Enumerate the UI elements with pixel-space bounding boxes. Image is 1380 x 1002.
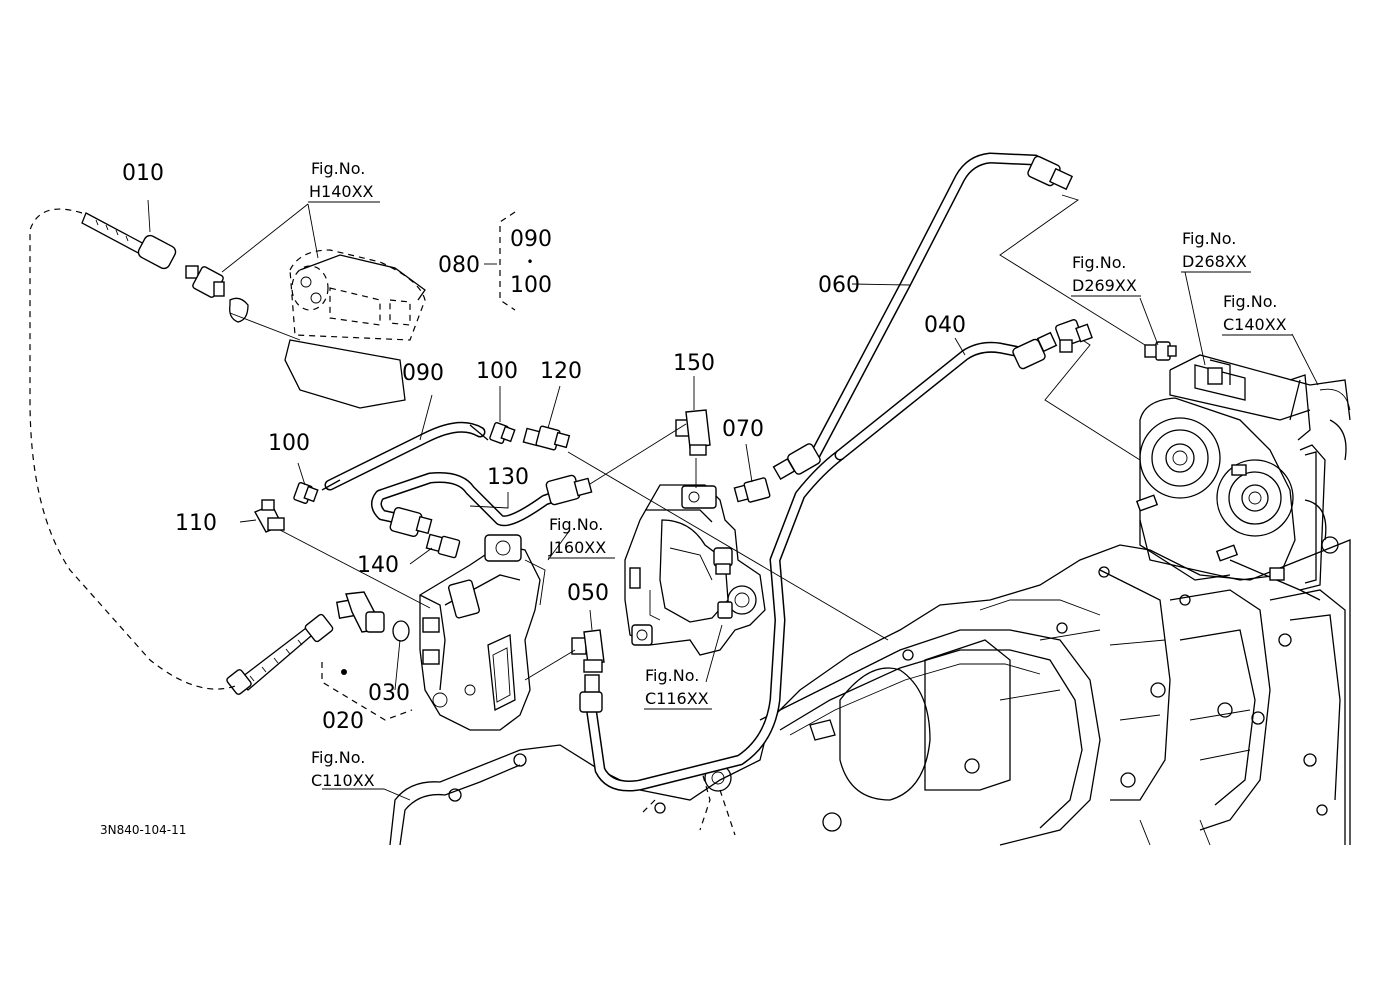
upper-right-valve-block <box>1135 341 1351 601</box>
callout-090-group: 090 <box>510 227 552 252</box>
fig-ref-c140-prefix: Fig.No. <box>1223 292 1277 311</box>
part-140-fitting <box>425 533 461 559</box>
clamp-100-lower <box>293 482 319 504</box>
callout-030: 030 <box>368 681 410 706</box>
pipe-060-lower-nut <box>772 443 821 481</box>
leader-060-end <box>999 194 1146 346</box>
callout-150: 150 <box>673 351 715 376</box>
part-150-elbow <box>675 409 711 456</box>
pipe-060-nut <box>1027 155 1074 191</box>
part-010-shaft <box>81 212 225 298</box>
fig-ref-c110: C110XX <box>311 771 375 790</box>
callout-120: 120 <box>540 359 582 384</box>
group-020-bracket <box>321 662 413 721</box>
center-valve <box>624 484 766 656</box>
drawing-code: 3N840-104-11 <box>100 823 186 837</box>
part-070-fitting <box>733 477 771 503</box>
hydraulic-pump-h140 <box>229 249 426 409</box>
callout-100-lower: 100 <box>268 431 310 456</box>
pipe-060 <box>809 152 1041 461</box>
callout-070: 070 <box>722 417 764 442</box>
fig-ref-h140: H140XX <box>309 182 374 201</box>
part-050-elbow <box>571 629 605 713</box>
pipe-130 <box>371 472 593 538</box>
fig-ref-j160: J160XX <box>548 538 606 557</box>
leader-040-end <box>1044 334 1141 461</box>
clamp-100-upper <box>489 422 516 444</box>
fig-ref-j160-prefix: Fig.No. <box>549 515 603 534</box>
fig-ref-c116: C116XX <box>645 689 709 708</box>
callout-140: 140 <box>357 553 399 578</box>
fitting-d269 <box>1144 341 1177 361</box>
hose-090 <box>321 421 489 491</box>
part-110-elbow <box>254 499 285 533</box>
callout-130: 130 <box>487 465 529 490</box>
callout-dot: • <box>526 255 533 269</box>
leader-lines <box>147 199 1319 801</box>
pipe-040 <box>584 341 1026 792</box>
callout-040: 040 <box>924 313 966 338</box>
lower-left-valve <box>419 534 546 731</box>
callout-100: 100 <box>476 359 518 384</box>
fig-ref-c110-prefix: Fig.No. <box>311 748 365 767</box>
hose-dashed-loop <box>29 208 239 690</box>
callout-080: 080 <box>438 253 480 278</box>
transmission-housing <box>389 539 1351 846</box>
pipe-040-nut <box>1012 331 1058 370</box>
callout-010: 010 <box>122 161 164 186</box>
fig-ref-h140-prefix: Fig.No. <box>311 159 365 178</box>
fig-ref-d269-prefix: Fig.No. <box>1072 253 1126 272</box>
part-120-fitting <box>522 425 571 451</box>
brace-080 <box>499 211 516 311</box>
callout-110: 110 <box>175 511 217 536</box>
part-020-fitting <box>226 591 385 695</box>
callout-020: 020 <box>322 709 364 734</box>
callout-060: 060 <box>818 273 860 298</box>
callout-100-group: 100 <box>510 273 552 298</box>
fig-ref-c116-prefix: Fig.No. <box>645 666 699 685</box>
fig-ref-c140: C140XX <box>1223 315 1287 334</box>
elbow-fitting-040 <box>1055 319 1093 353</box>
callout-050: 050 <box>567 581 609 606</box>
fig-ref-d268-prefix: Fig.No. <box>1182 229 1236 248</box>
part-030-oring <box>392 620 410 642</box>
callout-090: 090 <box>402 361 444 386</box>
fig-ref-d269: D269XX <box>1072 276 1137 295</box>
fig-ref-d268: D268XX <box>1182 252 1247 271</box>
